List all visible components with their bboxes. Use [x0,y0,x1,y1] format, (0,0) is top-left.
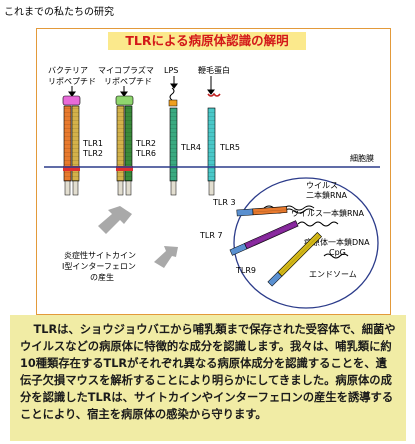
endosome-label: エンドソーム [309,270,357,279]
cell-membrane-label: 細胞膜 [350,153,374,163]
ligand-mycoplasma-label-1: マイコプラズマ [98,65,154,75]
tlr5-receptor [207,107,216,196]
ligand-flagellin-label: 鞭毛蛋白 [198,65,230,75]
tlr2-label-b: TLR2 [135,139,156,148]
output-production-label: の産生 [90,272,114,282]
signal-arrow-endosome [154,246,178,268]
tlr4-receptor [169,107,178,196]
ligand-bacteria-label-1: バクテリア [48,66,88,75]
virus-ssrna-label: ウイルス一本鎖RNA [291,208,365,218]
signal-arrow-membrane [98,206,132,234]
diagram-title: TLRによる病原体認識の解明 [108,32,306,50]
lps-icon [169,87,175,101]
ssrna-icon [297,221,339,227]
flagellin-icon [207,92,221,97]
bacterial-lipopeptide-icon [62,95,81,106]
tlr2-tlr6-receptor [116,105,133,196]
pathogen-dna-label: 病原体一本鎖DNA [304,237,370,247]
tlr2-label-a: TLR2 [82,149,103,158]
tlr3-receptor [236,206,288,217]
tlr-diagram: バクテリア リポペプチド マイコプラズマ リポペプチド LPS 鞭毛蛋白 TLR… [44,65,380,309]
ligand-mycoplasma-label-2: リポペプチド [104,77,152,86]
tlr3-label: TLR 3 [212,198,236,207]
tlr5-label: TLR5 [219,143,240,152]
ligand-arrows [68,76,215,97]
description-box: TLRは、ショウジョウバエから哺乳類まで保存された受容体で、細菌やウイルスなどの… [10,315,406,441]
mycoplasma-lipopeptide-icon [115,95,134,106]
ligand-lps-label: LPS [164,66,178,75]
virus-dsrna-label-1: ウイルス [306,181,338,190]
lps-head-icon [168,99,178,107]
output-cytokine-label: 炎症性サイトカイン [64,250,136,260]
ligand-bacteria-label-2: リポペプチド [48,77,96,86]
tlr9-receptor [267,231,323,287]
output-ifn-label: I型インターフェロン [62,262,136,271]
tlr7-label: TLR 7 [199,231,223,240]
tlr1-label: TLR1 [82,139,103,148]
tlr4-label: TLR4 [180,143,201,152]
tlr9-label: TLR9 [235,266,256,275]
tlr6-label: TLR6 [135,149,156,158]
page-heading: これまでの私たちの研究 [4,7,114,18]
dna-icon [323,253,349,259]
virus-dsrna-label-2: 二本鎖RNA [306,190,348,200]
tlr1-tlr2-receptor [63,105,80,196]
cpg-label: CpG [329,248,346,257]
endosome [233,177,379,309]
tlr7-receptor [229,220,299,256]
